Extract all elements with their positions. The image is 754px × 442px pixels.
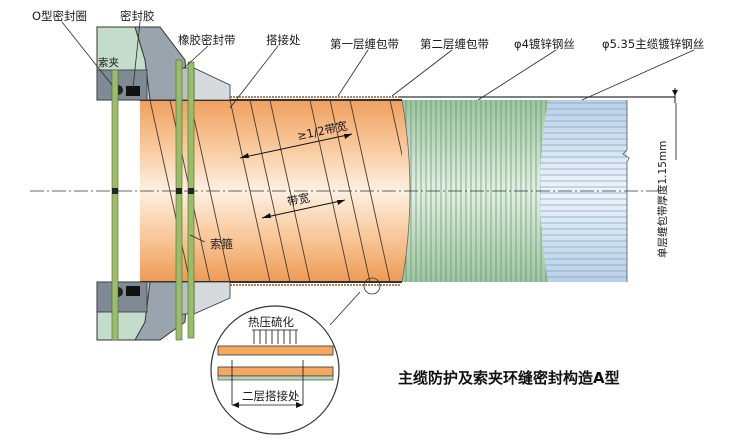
wrap-layer2-label: 第二层缠包带 (420, 37, 489, 51)
leader-lines (61, 21, 695, 326)
main-cable-wire-label: φ5.35主缆镀锌钢丝 (602, 37, 704, 51)
overlap-label: 搭接处 (266, 33, 301, 47)
rubber-seal-strip-label: 橡胶密封带 (178, 33, 236, 47)
band-width-dimension (261, 199, 346, 219)
o-ring-label: O型密封圈 (32, 9, 87, 23)
wrap-tape-body (140, 96, 411, 286)
wrap-layer1-label: 第一层缠包带 (330, 37, 399, 51)
double-overlap-label: 二层搭接处 (242, 389, 300, 403)
sealant-label: 密封胶 (120, 9, 155, 23)
wire-phi4-label: φ4镀锌钢丝 (514, 37, 575, 51)
hot-press-label: 热压硫化 (248, 315, 294, 329)
single-layer-thickness-label: 单层缠包带厚度1.15mm (656, 141, 669, 258)
band-hoop-label: 索箍 (210, 237, 233, 251)
half-band-dimension (239, 133, 353, 159)
thickness-dimension (672, 88, 678, 160)
diagram-caption: 主缆防护及索夹环缝密封构造A型 (398, 369, 620, 387)
detail-marker (363, 277, 381, 295)
cable-clamp-label: 索夹 (98, 56, 119, 69)
hot-press-detail-inset (210, 305, 340, 435)
band-width-label: 带宽 (286, 190, 312, 209)
